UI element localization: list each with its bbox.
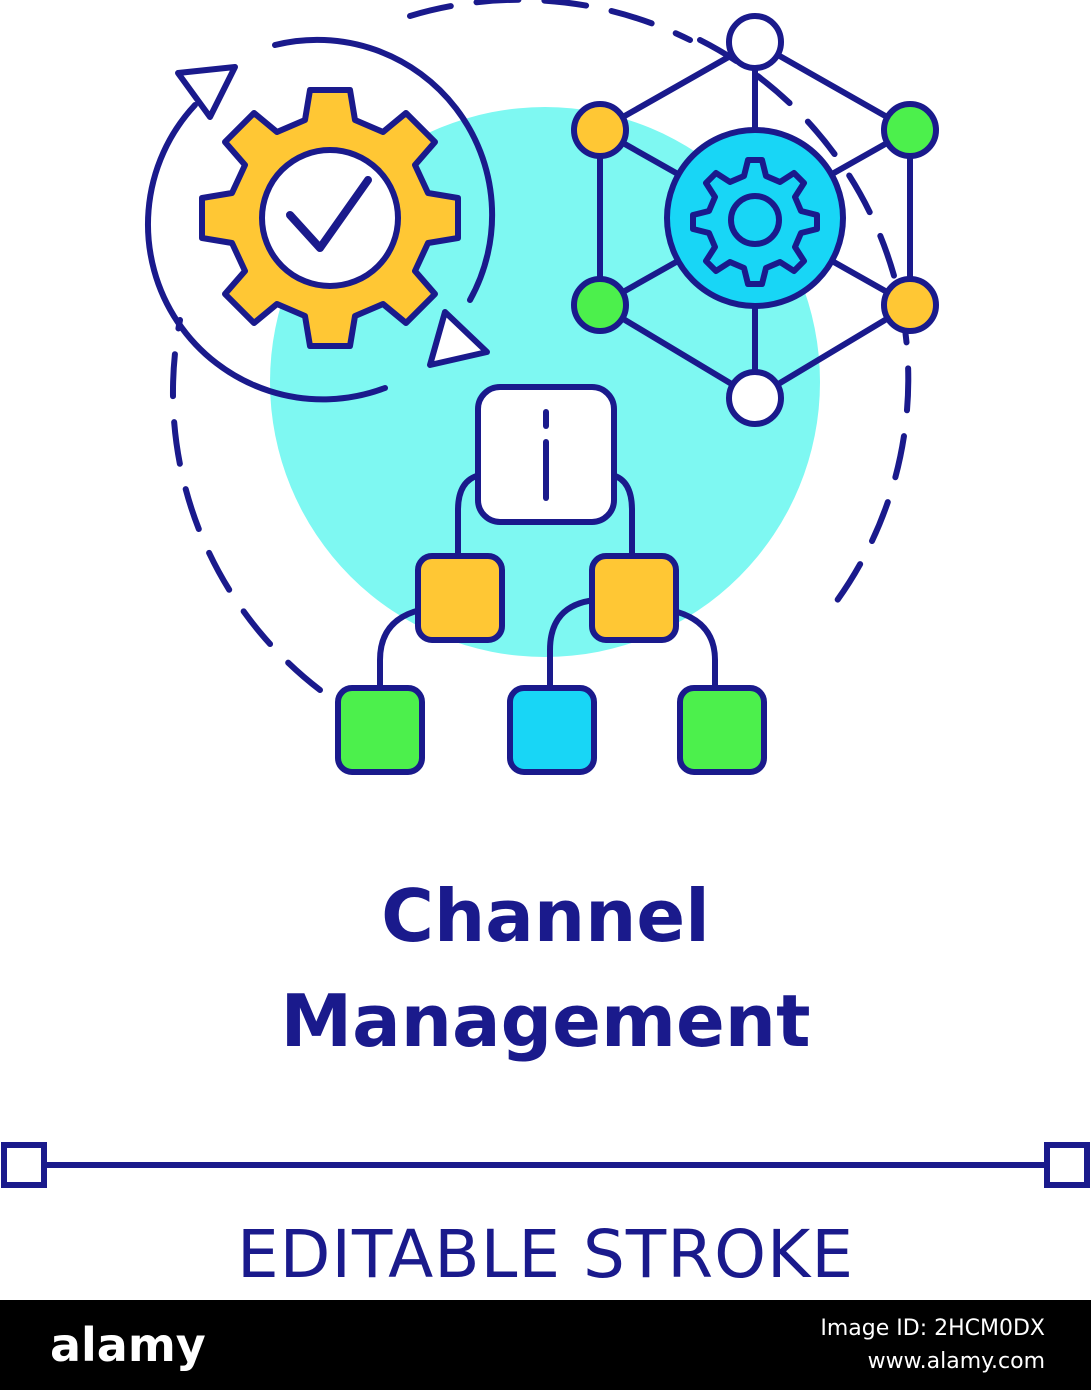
node-top-right [881,101,939,159]
editable-stroke-label: EDITABLE STROKE [236,1216,855,1293]
tree-node-yellow-right [589,553,679,643]
image-id-block: Image ID: 2HCM0DX www.alamy.com [820,1312,1045,1378]
hierarchy-icon [335,384,767,775]
stroke-handle-left [1,1142,47,1188]
rotating-arrows-icon [144,36,496,403]
dashed-outer-circle-left [170,317,323,693]
tree-node-green-right [677,685,767,775]
site-url-text: www.alamy.com [867,1349,1045,1374]
node-top [726,13,784,71]
image-id-text: Image ID: 2HCM0DX [820,1316,1045,1341]
title-line-2: Management [280,979,811,1063]
node-top-left [571,101,629,159]
alamy-logo: alamy [50,1318,206,1372]
channel-management-illustration [144,0,939,775]
stroke-handle-right [1044,1142,1090,1188]
gear-check-icon [199,87,461,349]
tree-node-green-left [335,685,425,775]
dashed-outer-circle-top [407,0,693,43]
node-bottom [726,369,784,427]
dashed-outer-circle [697,37,912,613]
tree-node-yellow-left [415,553,505,643]
watermark-footer: alamy Image ID: 2HCM0DX www.alamy.com [0,1300,1091,1390]
node-bottom-left [571,276,629,334]
network-gear-icon [571,13,939,427]
node-bottom-right [881,276,939,334]
title-line-1: Channel [381,874,710,958]
editable-stroke-line [1,1142,1090,1188]
tree-node-blue-middle [507,685,597,775]
